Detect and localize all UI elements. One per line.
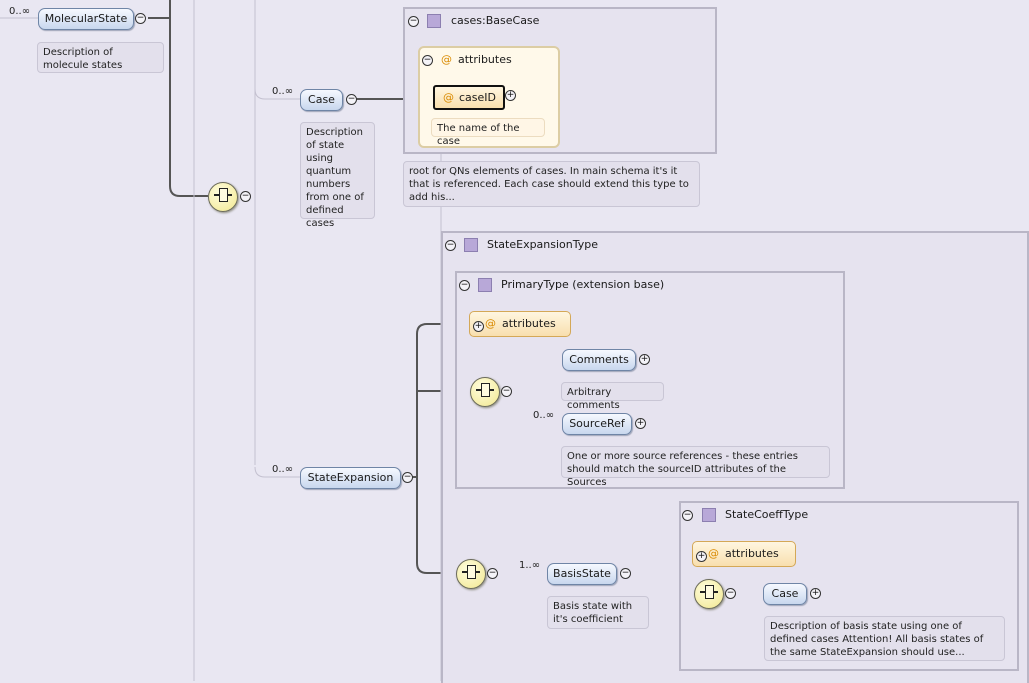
comments-expand-icon[interactable]: + xyxy=(639,354,650,365)
source-ref-element[interactable]: SourceRef xyxy=(562,413,632,435)
comments-doc: Arbitrary comments xyxy=(561,382,664,411)
molecular-state-doc: Description of molecule states xyxy=(37,42,164,73)
case-inner-doc: Description of basis state using one of … xyxy=(764,616,1005,661)
sequence-collapse-icon[interactable]: − xyxy=(501,386,512,397)
attributes-label: attributes xyxy=(458,53,512,66)
case-doc: Description of state using quantum numbe… xyxy=(300,122,375,229)
sequence-compositor-icon[interactable] xyxy=(470,377,500,407)
sequence-compositor-icon[interactable] xyxy=(208,182,238,212)
molecular-state-cardinality: 0..∞ xyxy=(9,6,31,17)
state-expansion-element[interactable]: StateExpansion xyxy=(300,467,401,489)
case-collapse-icon[interactable]: − xyxy=(346,94,357,105)
molecular-state-element[interactable]: MolecularState xyxy=(38,8,134,30)
state-coeff-type-title: StateCoeffType xyxy=(725,508,809,521)
state-coeff-type-collapse-icon[interactable]: − xyxy=(682,510,693,521)
case-inner-expand-icon[interactable]: + xyxy=(810,588,821,599)
attribute-icon: @ xyxy=(441,53,452,66)
attributes-collapse-icon[interactable]: − xyxy=(422,55,433,66)
source-ref-expand-icon[interactable]: + xyxy=(635,418,646,429)
primary-type-attributes[interactable]: +@ attributes xyxy=(469,311,571,337)
comments-element[interactable]: Comments xyxy=(562,349,636,371)
sequence-collapse-icon[interactable]: − xyxy=(487,568,498,579)
sequence-collapse-icon[interactable]: − xyxy=(725,588,736,599)
case-cardinality: 0..∞ xyxy=(272,86,294,97)
sequence-collapse-icon[interactable]: − xyxy=(240,191,251,202)
primary-type-collapse-icon[interactable]: − xyxy=(459,280,470,291)
attributes-expand-icon[interactable]: + xyxy=(473,321,484,332)
state-expansion-collapse-icon[interactable]: − xyxy=(402,472,413,483)
sequence-compositor-icon[interactable] xyxy=(694,579,724,609)
attributes-expand-icon[interactable]: + xyxy=(696,551,707,562)
basis-state-cardinality: 1..∞ xyxy=(519,560,541,571)
attribute-icon: @ xyxy=(485,317,496,330)
basis-state-collapse-icon[interactable]: − xyxy=(620,568,631,579)
source-ref-cardinality: 0..∞ xyxy=(533,410,555,421)
state-expansion-type-title: StateExpansionType xyxy=(487,238,599,251)
case-id-attribute[interactable]: @ caseID xyxy=(433,85,505,110)
attribute-icon: @ xyxy=(443,91,454,104)
case-id-label: caseID xyxy=(459,91,497,104)
case-id-doc: The name of the case xyxy=(431,118,545,147)
complex-type-icon xyxy=(464,238,478,252)
attributes-label: attributes xyxy=(725,547,779,560)
base-case-title: cases:BaseCase xyxy=(451,14,540,27)
sequence-compositor-icon[interactable] xyxy=(456,559,486,589)
primary-type-title: PrimaryType (extension base) xyxy=(501,278,665,291)
state-expansion-type-collapse-icon[interactable]: − xyxy=(445,240,456,251)
state-expansion-cardinality: 0..∞ xyxy=(272,464,294,475)
base-case-collapse-icon[interactable]: − xyxy=(408,16,419,27)
source-ref-doc: One or more source references - these en… xyxy=(561,446,830,488)
case-element[interactable]: Case xyxy=(300,89,343,111)
state-coeff-type-attributes[interactable]: +@ attributes xyxy=(692,541,796,567)
case-id-expand-icon[interactable]: + xyxy=(505,90,516,101)
complex-type-icon xyxy=(478,278,492,292)
case-inner-element[interactable]: Case xyxy=(763,583,807,605)
molecular-state-collapse-icon[interactable]: − xyxy=(135,13,146,24)
basis-state-doc: Basis state with it's coefficient xyxy=(547,596,649,629)
attribute-icon: @ xyxy=(708,547,719,560)
complex-type-icon xyxy=(427,14,441,28)
attributes-label: attributes xyxy=(502,317,556,330)
base-case-doc: root for QNs elements of cases. In main … xyxy=(403,161,700,207)
basis-state-element[interactable]: BasisState xyxy=(547,563,617,585)
complex-type-icon xyxy=(702,508,716,522)
